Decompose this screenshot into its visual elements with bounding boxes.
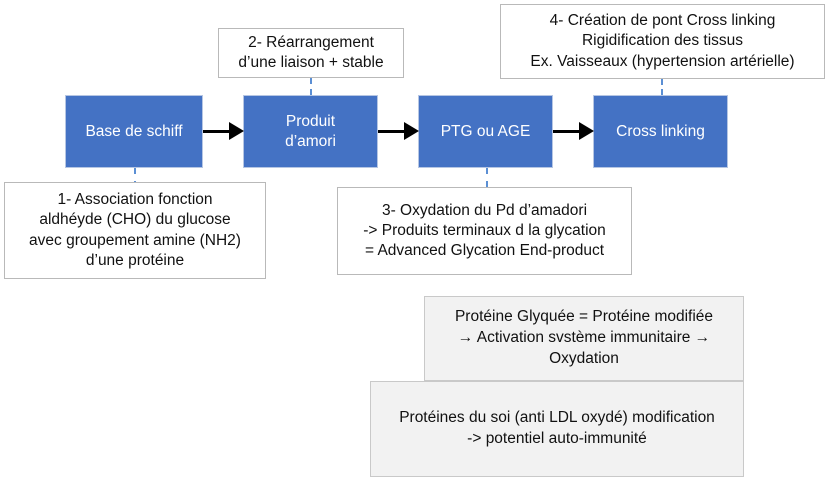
leader-line-note4 bbox=[661, 79, 663, 95]
grey-note-box-1: Protéine Glyquée = Protéine modifiée → A… bbox=[424, 296, 744, 381]
arrow-head-1 bbox=[229, 122, 244, 140]
arrow-shaft-2 bbox=[378, 130, 404, 133]
note-box-1: 1- Association fonction aldhéyde (CHO) d… bbox=[4, 182, 266, 279]
process-box-base-de-schiff[interactable]: Base de schiff bbox=[65, 95, 203, 168]
leader-line-note2 bbox=[310, 78, 312, 95]
arrow-shaft-1 bbox=[203, 130, 229, 133]
arrow-head-3 bbox=[579, 122, 594, 140]
leader-line-note3 bbox=[486, 168, 488, 187]
note-box-3: 3- Oxydation du Pd d’amadori -> Produits… bbox=[337, 187, 632, 275]
grey-note-box-2: Protéines du soi (anti LDL oxydé) modifi… bbox=[370, 381, 744, 477]
arrow-head-2 bbox=[404, 122, 419, 140]
leader-line-note1 bbox=[134, 168, 136, 187]
process-box-produit-damori[interactable]: Produit d’amori bbox=[243, 95, 378, 168]
note-box-4: 4- Création de pont Cross linking Rigidi… bbox=[500, 4, 825, 79]
process-box-ptg-ou-age[interactable]: PTG ou AGE bbox=[418, 95, 553, 168]
arrow-shaft-3 bbox=[553, 130, 579, 133]
process-box-cross-linking[interactable]: Cross linking bbox=[593, 95, 728, 168]
note-box-2: 2- Réarrangement d’une liaison + stable bbox=[218, 28, 404, 78]
